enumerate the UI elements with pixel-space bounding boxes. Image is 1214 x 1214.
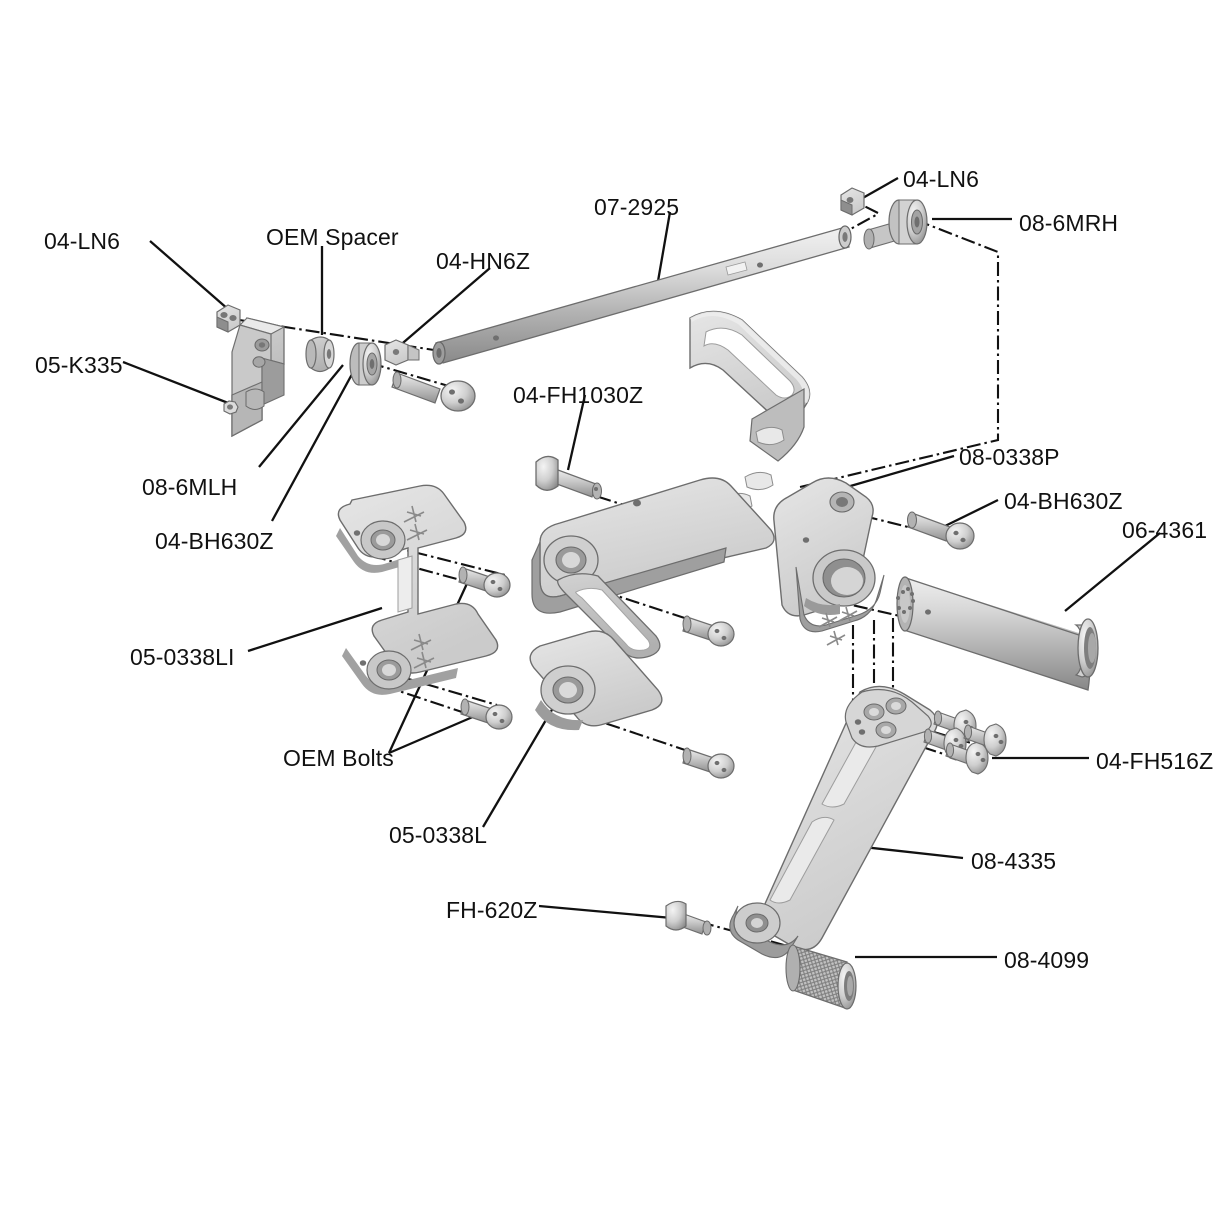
parts-artwork bbox=[216, 187, 1099, 1010]
label-08-4335: 08-4335 bbox=[971, 848, 1057, 874]
label-08-0338p: 08-0338P bbox=[959, 444, 1060, 470]
part-04-LN6-right bbox=[840, 187, 865, 216]
part-08-6MLH bbox=[349, 342, 382, 386]
part-07-2925 bbox=[432, 225, 852, 365]
part-05-0338L bbox=[529, 310, 811, 731]
part-05-0338LI bbox=[336, 484, 499, 695]
label-fh-620z: FH-620Z bbox=[446, 897, 538, 923]
part-08-6MRH bbox=[863, 199, 928, 250]
label-04-bh630z-right: 04-BH630Z bbox=[1004, 488, 1123, 514]
part-08-4099 bbox=[785, 944, 857, 1010]
part-04-HN6Z bbox=[384, 339, 420, 366]
part-OEM-Spacer bbox=[305, 336, 335, 373]
part-08-0338P bbox=[773, 477, 885, 646]
label-05-k335: 05-K335 bbox=[35, 352, 123, 378]
label-oem-bolts: OEM Bolts bbox=[283, 745, 394, 771]
label-oem-spacer: OEM Spacer bbox=[266, 224, 399, 250]
label-08-4099: 08-4099 bbox=[1004, 947, 1090, 973]
part-06-4361 bbox=[896, 576, 1099, 691]
label-08-6mrh: 08-6MRH bbox=[1019, 210, 1119, 236]
label-05-0338li: 05-0338LI bbox=[130, 644, 235, 670]
part-04-LN6-left bbox=[216, 304, 241, 333]
label-05-0338l: 05-0338L bbox=[389, 822, 487, 848]
label-06-4361: 06-4361 bbox=[1122, 517, 1208, 543]
label-04-hn6z: 04-HN6Z bbox=[436, 248, 531, 274]
leader-lines bbox=[122, 176, 1161, 959]
part-04-BH630Z-left bbox=[391, 371, 476, 412]
label-04-bh630z-left: 04-BH630Z bbox=[155, 528, 274, 554]
label-08-6mlh: 08-6MLH bbox=[142, 474, 238, 500]
part-05-K335 bbox=[223, 317, 286, 438]
part-OEM-Bolts bbox=[458, 566, 735, 779]
part-04-BH630Z-right bbox=[907, 511, 975, 550]
label-04-fh1030z: 04-FH1030Z bbox=[513, 382, 644, 408]
part-08-4335 bbox=[729, 685, 938, 959]
label-07-2925: 07-2925 bbox=[594, 194, 680, 220]
part-04-FH516Z bbox=[923, 709, 1007, 775]
part-04-FH1030Z bbox=[535, 455, 602, 500]
label-04-ln6-right: 04-LN6 bbox=[903, 166, 980, 192]
label-04-ln6-left: 04-LN6 bbox=[44, 228, 121, 254]
label-04-fh516z: 04-FH516Z bbox=[1096, 748, 1214, 774]
part-FH-620Z bbox=[665, 900, 712, 936]
